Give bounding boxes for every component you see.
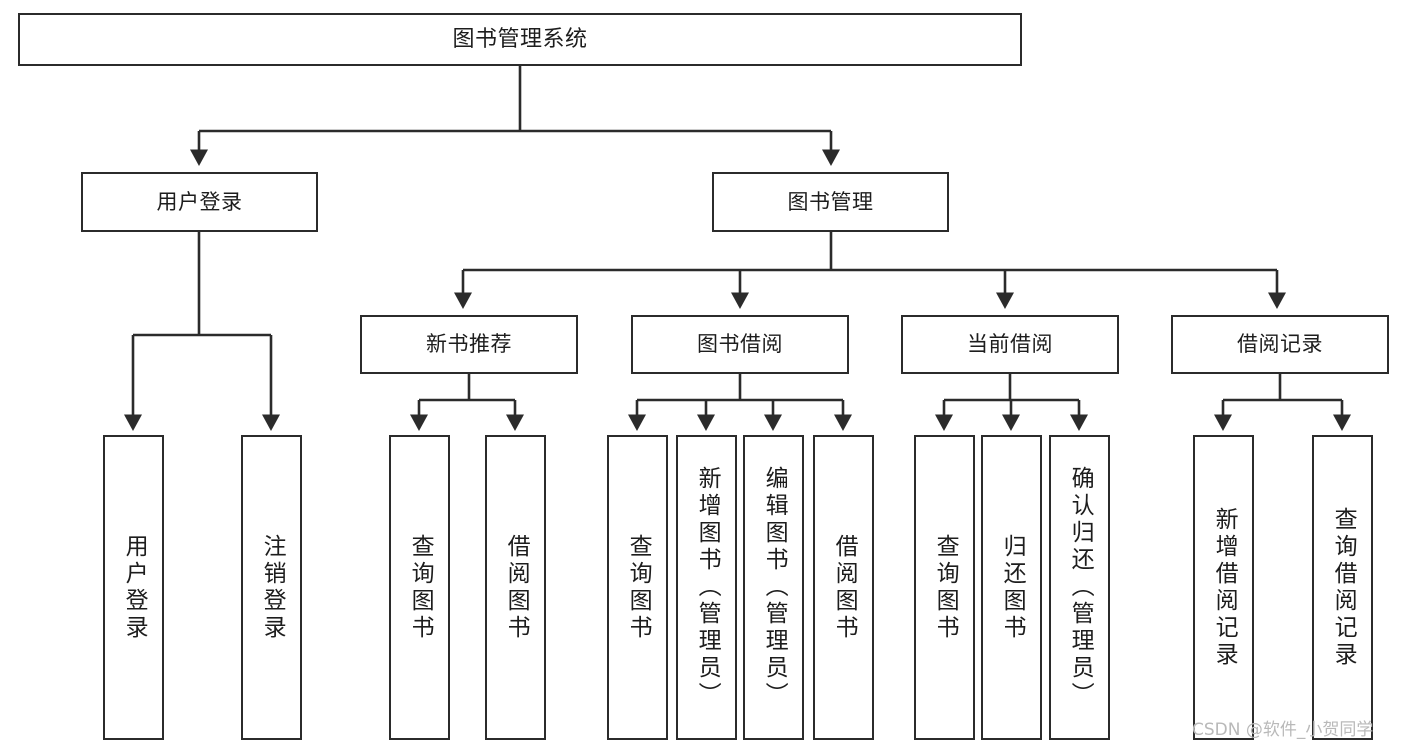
node-label: 注销登录 bbox=[259, 533, 286, 642]
node-label: 新增图书（管理员） bbox=[694, 466, 721, 709]
node-label: 图书管理系统 bbox=[452, 26, 588, 52]
leaf-current-confirm-return[interactable]: 确认归还（管理员） bbox=[1049, 435, 1110, 740]
node-label: 用户登录 bbox=[156, 189, 243, 214]
leaf-borrow-edit-book[interactable]: 编辑图书（管理员） bbox=[743, 435, 804, 740]
node-label: 查询图书 bbox=[932, 533, 959, 642]
node-label: 借阅记录 bbox=[1237, 332, 1323, 357]
leaf-borrow-add-book[interactable]: 新增图书（管理员） bbox=[676, 435, 737, 740]
node-label: 确认归还（管理员） bbox=[1067, 466, 1094, 709]
node-label: 查询图书 bbox=[407, 533, 434, 642]
node-current-borrow[interactable]: 当前借阅 bbox=[901, 315, 1119, 374]
node-label: 查询图书 bbox=[625, 533, 652, 642]
node-book-management[interactable]: 图书管理 bbox=[712, 172, 949, 232]
node-book-borrow[interactable]: 图书借阅 bbox=[631, 315, 849, 374]
node-label: 新增借阅记录 bbox=[1211, 506, 1238, 669]
node-label: 归还图书 bbox=[999, 533, 1026, 642]
leaf-record-query-record[interactable]: 查询借阅记录 bbox=[1312, 435, 1373, 740]
node-label: 用户登录 bbox=[121, 533, 148, 642]
node-label: 借阅图书 bbox=[503, 533, 530, 642]
leaf-current-query-book[interactable]: 查询图书 bbox=[914, 435, 975, 740]
node-label: 图书借阅 bbox=[697, 332, 783, 357]
leaf-user-login-signout[interactable]: 注销登录 bbox=[241, 435, 302, 740]
leaf-recommend-borrow-book[interactable]: 借阅图书 bbox=[485, 435, 546, 740]
leaf-borrow-borrow-book[interactable]: 借阅图书 bbox=[813, 435, 874, 740]
leaf-recommend-query-book[interactable]: 查询图书 bbox=[389, 435, 450, 740]
node-label: 当前借阅 bbox=[967, 332, 1053, 357]
node-root-system[interactable]: 图书管理系统 bbox=[18, 13, 1022, 66]
leaf-current-return-book[interactable]: 归还图书 bbox=[981, 435, 1042, 740]
node-label: 新书推荐 bbox=[426, 332, 512, 357]
node-label: 编辑图书（管理员） bbox=[761, 466, 788, 709]
leaf-record-add-record[interactable]: 新增借阅记录 bbox=[1193, 435, 1254, 740]
node-new-book-recommend[interactable]: 新书推荐 bbox=[360, 315, 578, 374]
node-user-login[interactable]: 用户登录 bbox=[81, 172, 318, 232]
leaf-borrow-query-book[interactable]: 查询图书 bbox=[607, 435, 668, 740]
csdn-watermark: CSDN @软件_小贺同学 bbox=[1192, 720, 1374, 740]
node-label: 借阅图书 bbox=[831, 533, 858, 642]
node-label: 图书管理 bbox=[787, 189, 874, 214]
node-label: 查询借阅记录 bbox=[1330, 506, 1357, 669]
node-borrow-record[interactable]: 借阅记录 bbox=[1171, 315, 1389, 374]
leaf-user-login-signin[interactable]: 用户登录 bbox=[103, 435, 164, 740]
